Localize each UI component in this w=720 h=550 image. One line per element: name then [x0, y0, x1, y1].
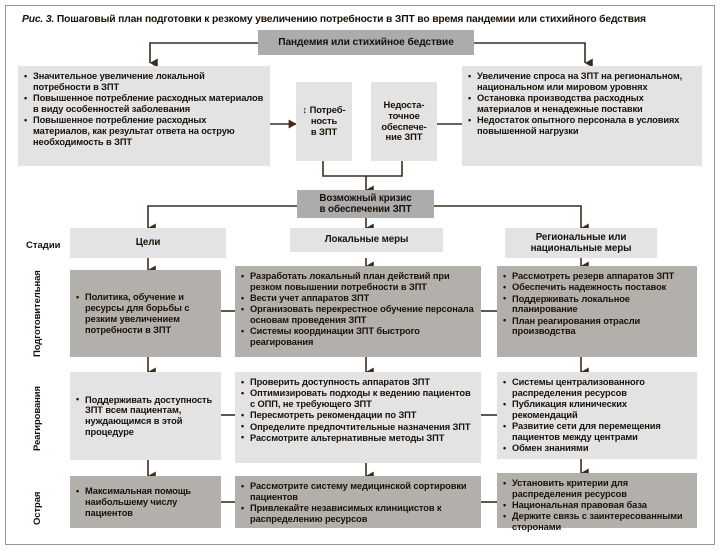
column-header-goals-label: Цели	[135, 237, 161, 249]
list-item: Системы централизованного распределения …	[503, 377, 691, 399]
cell-list: Установить критерии для распределения ре…	[503, 478, 691, 533]
insufficient-supply-box: Недоста- точное обеспече- ние ЗПТ	[371, 82, 437, 161]
top-left-list: Значительное увеличение локальной потреб…	[24, 71, 264, 147]
list-item: Проверить доступность аппаратов ЗПТ	[241, 377, 475, 388]
trigger-label: Пандемия или стихийное бедствие	[278, 36, 454, 48]
column-header-local-label: Локальные меры	[324, 234, 409, 246]
cell-list: Проверить доступность аппаратов ЗПТ Опти…	[241, 377, 475, 444]
figure-caption: Рис. 3. Пошаговый план подготовки к резк…	[22, 14, 702, 25]
supply-line-2: точное	[388, 109, 420, 121]
list-item: Пересмотреть рекомендации по ЗПТ	[241, 410, 475, 421]
top-right-list: Увеличение спроса на ЗПТ на региональном…	[468, 71, 696, 137]
cell-acute-goals: Максимальная помощь наибольшему числу па…	[70, 476, 221, 528]
list-item: Значительное увеличение локальной потреб…	[24, 71, 264, 93]
row-label-preparatory: Подготовительная	[32, 270, 43, 358]
top-right-panel: Увеличение спроса на ЗПТ на региональном…	[462, 66, 702, 166]
crisis-line-2: в обеспечении ЗПТ	[319, 204, 412, 215]
list-item: Увеличение спроса на ЗПТ на региональном…	[468, 71, 696, 93]
demand-line-1: ↕ Потреб-	[302, 104, 346, 116]
demand-line-3: в ЗПТ	[310, 125, 338, 137]
list-item: Привлекайте независимых клиницистов к ра…	[241, 503, 475, 525]
cell-list: Системы централизованного распределения …	[503, 377, 691, 454]
list-item: Определите предпочтительные назначения З…	[241, 421, 475, 433]
supply-line-4: ние ЗПТ	[385, 131, 423, 143]
list-item: Установить критерии для распределения ре…	[503, 478, 691, 500]
cell-preparatory-national: Рассмотреть резерв аппаратов ЗПТ Обеспеч…	[497, 266, 697, 357]
list-item: Обмен знаниями	[503, 443, 691, 454]
list-item: Повышенное потребление расходных материа…	[24, 115, 264, 147]
figure-number: Рис. 3.	[22, 14, 55, 25]
list-item: Рассмотреть резерв аппаратов ЗПТ	[503, 271, 691, 282]
list-item: Публикация клинических рекомендаций	[503, 399, 691, 421]
cell-acute-local: Рассмотрите систему медицинской сортиров…	[235, 476, 481, 528]
cell-list: Поддерживать доступность ЗПТ всем пациен…	[76, 394, 215, 439]
list-item: Недостаток опытного персонала в условиях…	[468, 115, 696, 137]
cell-preparatory-goals: Политика, обучение и ресурсы для борьбы …	[70, 270, 221, 357]
top-left-panel: Значительное увеличение локальной потреб…	[18, 66, 270, 166]
cell-list: Разработать локальный план действий при …	[241, 271, 475, 348]
supply-line-3: обеспече-	[381, 120, 427, 132]
list-item: Развитие сети для перемещения пациентов …	[503, 421, 691, 443]
column-header-local: Локальные меры	[290, 228, 443, 252]
list-item: Организовать перекрестное обучение персо…	[241, 304, 475, 326]
list-item: Разработать локальный план действий при …	[241, 271, 475, 293]
cell-list: Рассмотрите систему медицинской сортиров…	[241, 481, 475, 525]
stages-header: Стадии	[26, 240, 61, 251]
crisis-line-1: Возможный кризис	[319, 192, 412, 204]
list-item: Повышенное потребление расходных материа…	[24, 93, 264, 115]
list-item: Поддерживать доступность ЗПТ всем пациен…	[76, 394, 215, 438]
list-item: Обеспечить надежность поставок	[503, 282, 691, 293]
list-item: Поддерживать локальное планирование	[503, 293, 691, 316]
list-item: Политика, обучение и ресурсы для борьбы …	[76, 292, 215, 335]
cell-preparatory-local: Разработать локальный план действий при …	[235, 266, 481, 357]
cell-response-local: Проверить доступность аппаратов ЗПТ Опти…	[235, 372, 481, 463]
demand-box: ↕ Потреб- ность в ЗПТ	[296, 82, 352, 161]
column-header-national-line-2: национальные меры	[530, 243, 632, 254]
trigger-box: Пандемия или стихийное бедствие	[258, 30, 474, 55]
cell-response-national: Системы централизованного распределения …	[497, 372, 697, 459]
list-item: Системы координации ЗПТ быстрого реагиро…	[241, 326, 475, 348]
list-item: Рассмотрите альтернативные методы ЗПТ	[241, 432, 475, 444]
list-item: Держите связь с заинтересованными сторон…	[503, 511, 691, 533]
list-item: Вести учет аппаратов ЗПТ	[241, 293, 475, 304]
list-item: Оптимизировать подходы к ведению пациент…	[241, 388, 475, 410]
figure-caption-text: Пошаговый план подготовки к резкому увел…	[56, 14, 646, 25]
cell-list: Рассмотреть резерв аппаратов ЗПТ Обеспеч…	[503, 271, 691, 337]
column-header-national: Региональные или национальные меры	[505, 228, 657, 258]
demand-line-2: ность	[310, 115, 338, 127]
cell-list: Максимальная помощь наибольшему числу па…	[76, 486, 215, 519]
cell-list: Политика, обучение и ресурсы для борьбы …	[76, 292, 215, 336]
cell-response-goals: Поддерживать доступность ЗПТ всем пациен…	[70, 372, 221, 460]
column-header-goals: Цели	[70, 228, 226, 258]
list-item: Максимальная помощь наибольшему числу па…	[76, 486, 215, 518]
row-label-response: Реагирования	[32, 386, 43, 452]
supply-line-1: Недоста-	[383, 98, 425, 110]
list-item: План реагирования отрасли производства	[503, 315, 691, 338]
cell-acute-national: Установить критерии для распределения ре…	[497, 473, 697, 532]
list-item: Национальная правовая база	[503, 500, 691, 511]
row-label-acute: Острая	[32, 491, 43, 525]
list-item: Рассмотрите систему медицинской сортиров…	[241, 481, 475, 503]
column-header-national-line-1: Региональные или	[535, 231, 627, 243]
crisis-box: Возможный кризис в обеспечении ЗПТ	[297, 190, 434, 218]
list-item: Остановка производства расходных материа…	[468, 93, 696, 115]
